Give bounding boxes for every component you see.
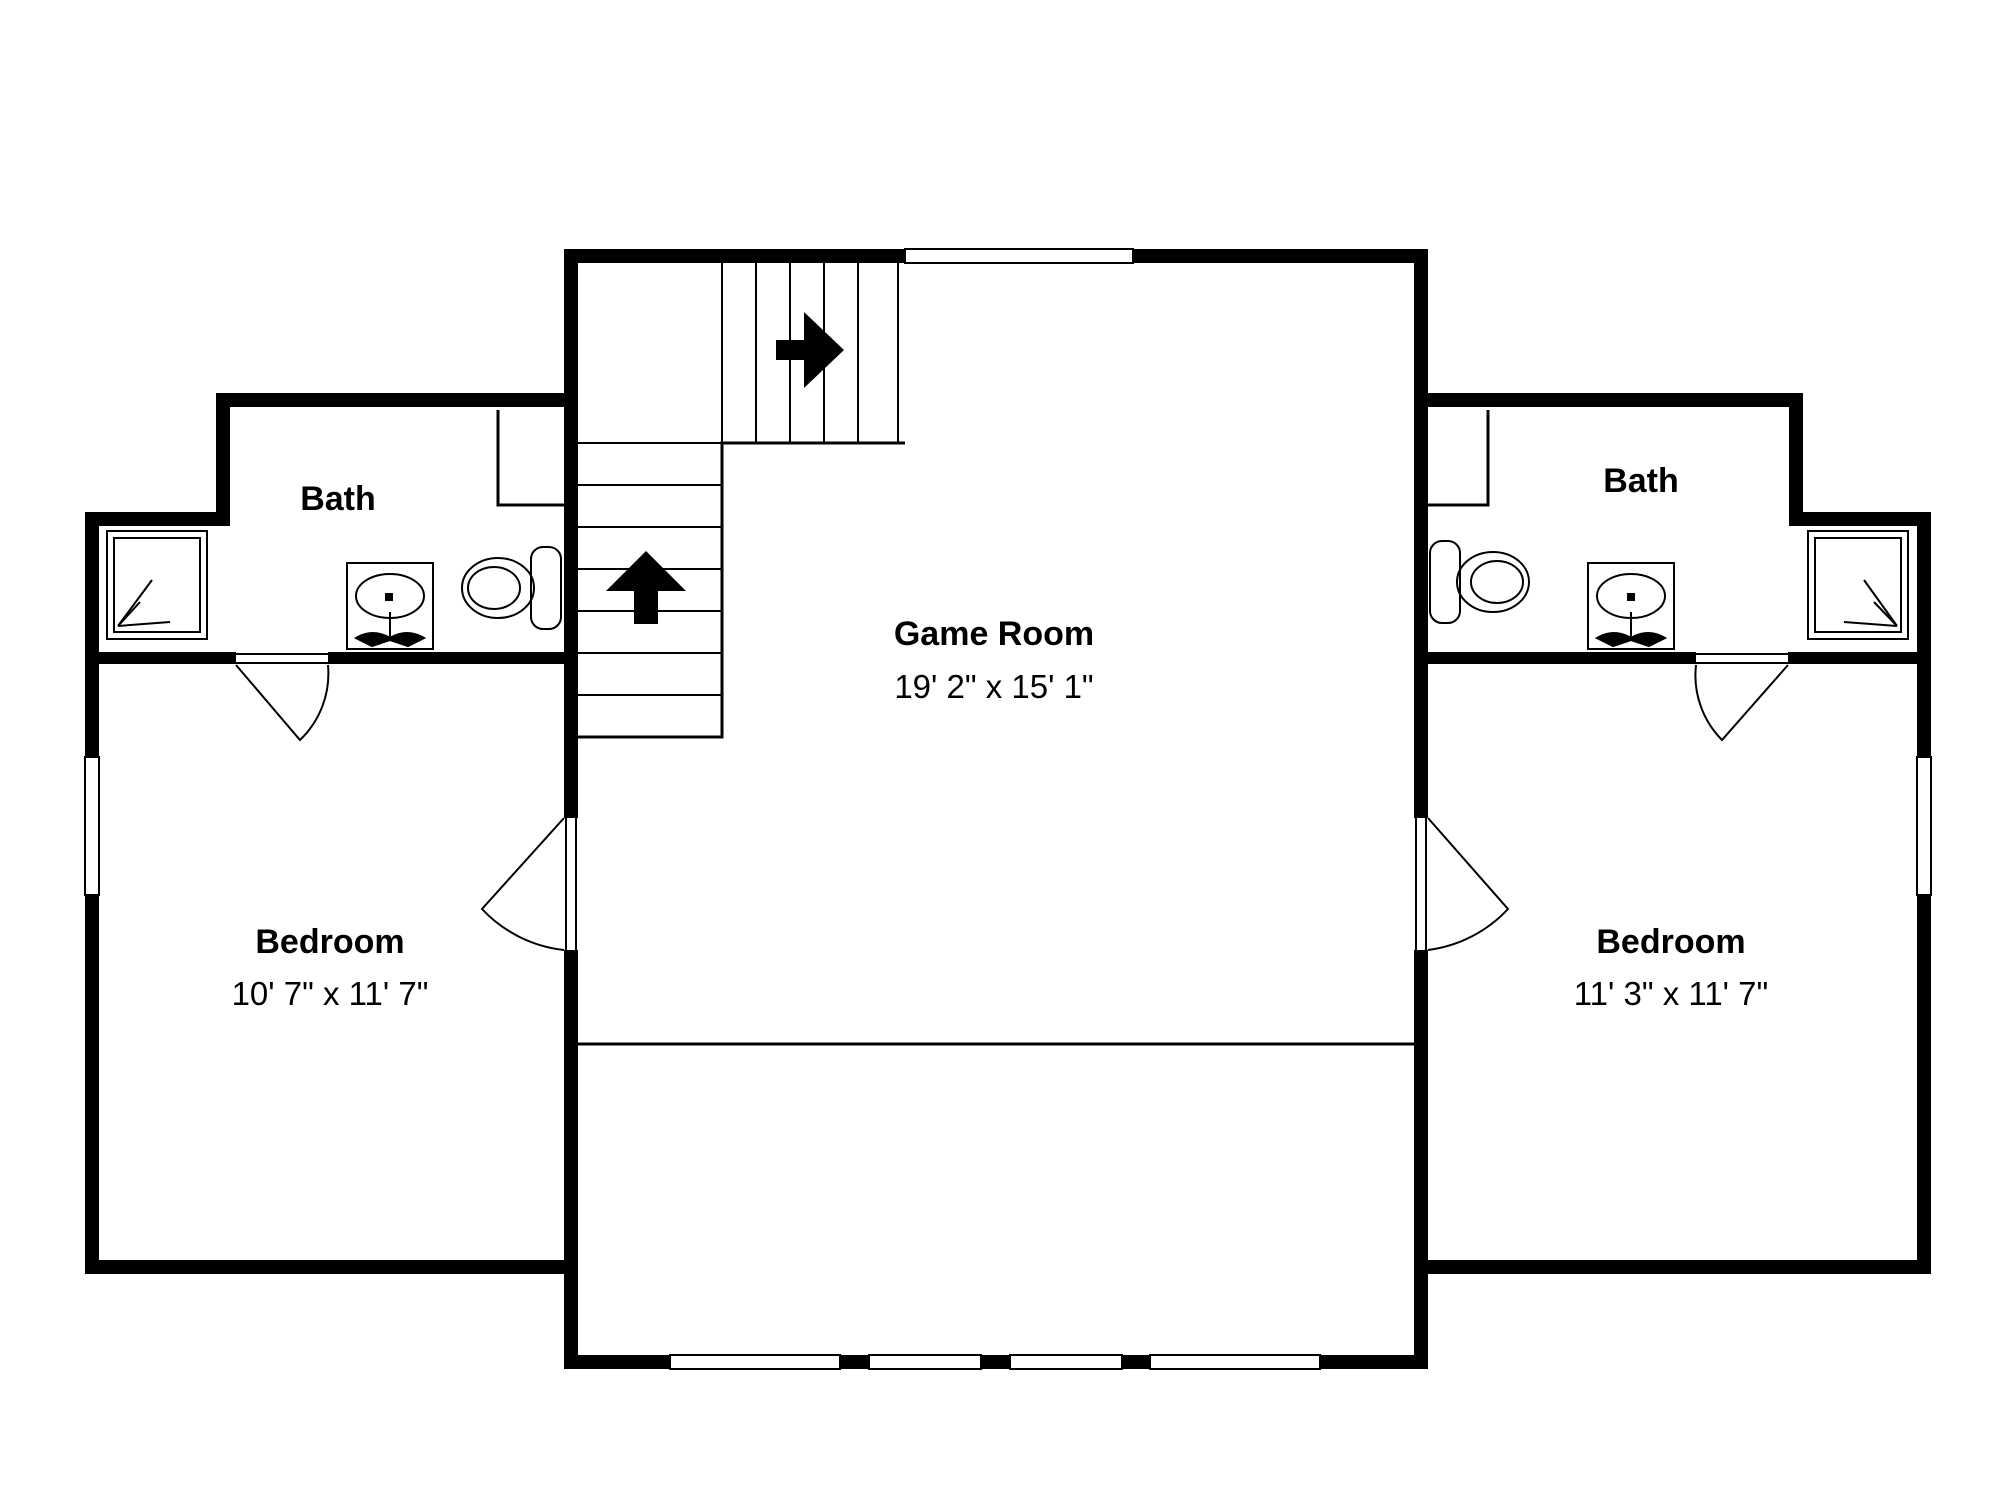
central-block-wall <box>564 249 1428 1369</box>
door-opening-left-bedroom <box>564 818 578 950</box>
toilet-icon <box>1429 540 1530 624</box>
window-bottom-4 <box>1149 1354 1321 1370</box>
door-swing-right-bath <box>1694 664 1789 742</box>
sink-icon <box>346 562 434 650</box>
left-wing-wall <box>85 393 578 1274</box>
left-bedroom-label: Bedroom <box>255 923 404 961</box>
sink-icon <box>1587 562 1675 650</box>
left-bedroom-dimensions: 10' 7" x 11' 7" <box>232 975 429 1012</box>
window-bottom-3 <box>1009 1354 1123 1370</box>
left-bath-label: Bath <box>300 480 376 518</box>
walls <box>85 249 1931 1369</box>
arrow-up-icon <box>606 551 686 624</box>
stairs <box>578 263 899 696</box>
right-wing-wall <box>1414 393 1931 1274</box>
right-bedroom-dimensions: 11' 3" x 11' 7" <box>1574 975 1768 1012</box>
window-left-bedroom <box>84 756 100 896</box>
door-swing-right-bedroom <box>1427 817 1510 951</box>
door-opening-left-bath <box>236 652 328 665</box>
game-room-label: Game Room <box>894 615 1094 653</box>
shower-icon <box>1807 530 1909 640</box>
left-bath-closet <box>496 410 564 507</box>
door-opening-right-bedroom <box>1414 818 1428 950</box>
door-opening-right-bath <box>1696 652 1788 665</box>
game-room-dimensions: 19' 2" x 15' 1" <box>894 668 1093 705</box>
right-bedroom-label: Bedroom <box>1596 923 1745 961</box>
right-bath-closet <box>1428 410 1490 507</box>
door-swing-left-bedroom <box>480 817 565 951</box>
stair-enclosure <box>578 441 905 739</box>
window-right-bedroom <box>1916 756 1932 896</box>
window-bottom-2 <box>868 1354 982 1370</box>
window-bottom-1 <box>669 1354 841 1370</box>
window-top <box>904 248 1134 264</box>
doors <box>235 652 1789 951</box>
windows <box>84 248 1932 1370</box>
door-swing-left-bath <box>235 664 330 742</box>
thin-lines <box>496 410 1490 1046</box>
arrow-right-icon <box>776 312 844 388</box>
shower-icon <box>106 530 208 640</box>
toilet-icon <box>461 546 562 630</box>
right-bath-label: Bath <box>1603 462 1679 500</box>
